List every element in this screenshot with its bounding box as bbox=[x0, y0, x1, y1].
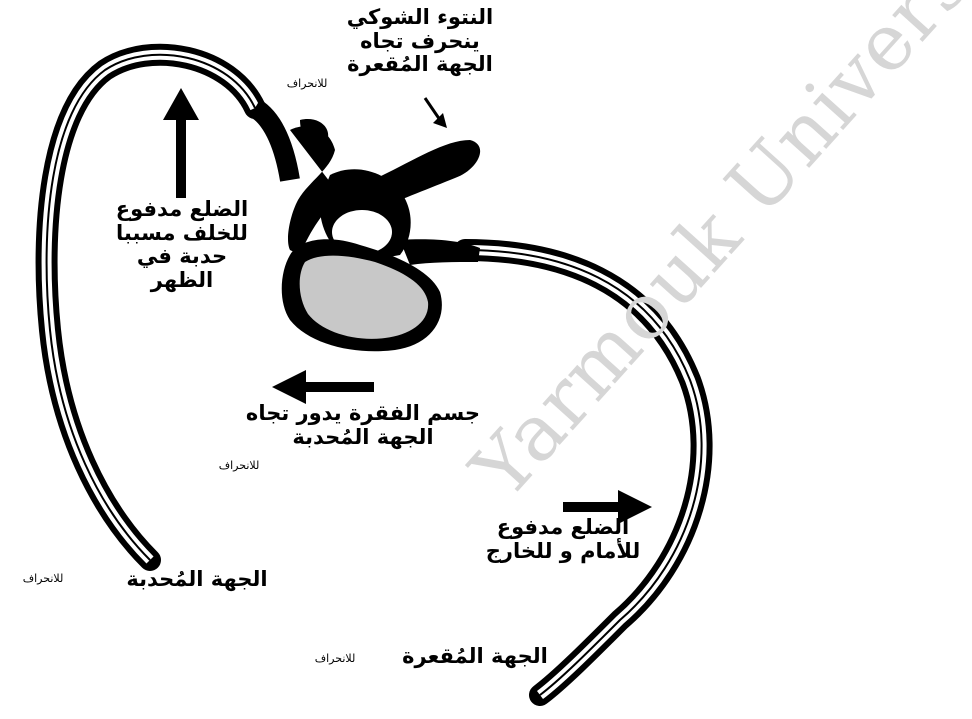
pointer-arrow bbox=[425, 98, 447, 128]
arrow-up bbox=[163, 88, 199, 198]
vertebra bbox=[282, 119, 480, 351]
label-rib-pushed-forward: الضلع مدفوع للأمام و للخارج bbox=[458, 516, 668, 563]
label-convex-small: للانحراف bbox=[8, 573, 78, 585]
arrow-left bbox=[272, 370, 374, 404]
label-spinous-small: للانحراف bbox=[272, 78, 342, 90]
label-rib-pushed-back: الضلع مدفوع للخلف مسببا حدبة في الظهر bbox=[92, 198, 272, 292]
label-concave-small: للانحراف bbox=[300, 653, 370, 665]
left-rib bbox=[47, 55, 290, 560]
label-convex-side: الجهة المُحدبة bbox=[112, 568, 282, 592]
label-spinous-process: النتوء الشوكي ينحرف تجاه الجهة المُقعرة bbox=[300, 6, 540, 77]
label-vertebral-body: جسم الفقرة يدور تجاه الجهة المُحدبة bbox=[228, 402, 498, 449]
label-vertebral-small: للانحراف bbox=[204, 460, 274, 472]
label-concave-side: الجهة المُقعرة bbox=[390, 645, 560, 669]
